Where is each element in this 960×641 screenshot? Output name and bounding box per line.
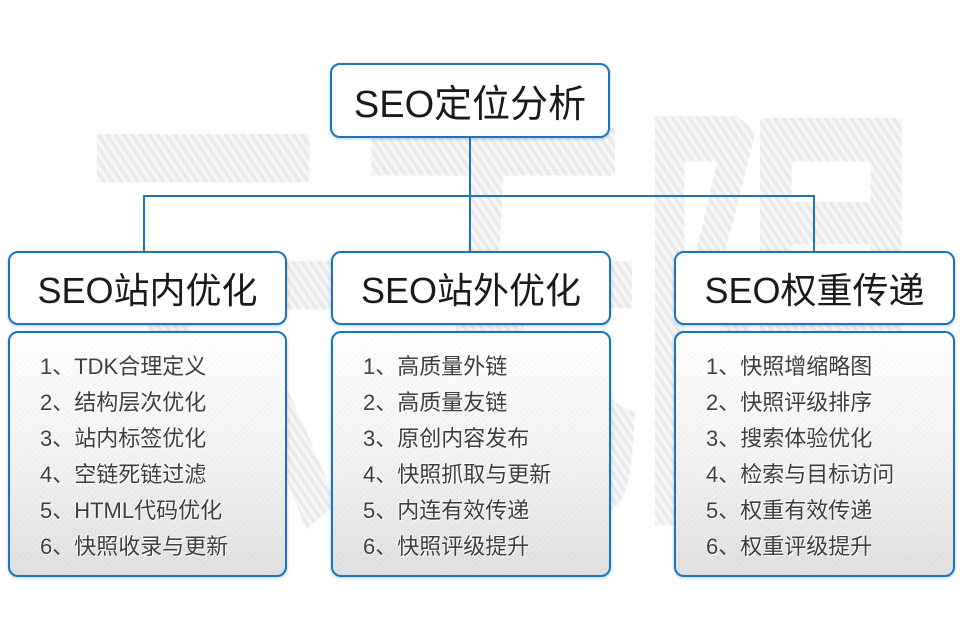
list-item: 3、站内标签优化 — [40, 426, 207, 451]
column-title: SEO权重传递 — [704, 270, 925, 311]
onsite-optimization-list: 1、TDK合理定义 2、结构层次优化 3、站内标签优化 4、空链死链过滤 5、H… — [8, 331, 287, 577]
list-item: 2、结构层次优化 — [40, 390, 207, 415]
column-title: SEO站内优化 — [37, 270, 258, 311]
connector-drop-right — [813, 195, 815, 252]
list-item: 1、高质量外链 — [363, 354, 508, 379]
list-item: 4、检索与目标访问 — [706, 462, 895, 487]
list-item: 3、搜索体验优化 — [706, 426, 873, 451]
list-item: 5、内连有效传递 — [363, 498, 530, 523]
list-item: 6、快照评级提升 — [363, 534, 530, 559]
list-item: 5、HTML代码优化 — [40, 498, 223, 523]
column-title: SEO站外优化 — [360, 270, 582, 311]
connector-trunk — [143, 195, 815, 197]
root-title: SEO定位分析 — [353, 84, 587, 126]
list-item: 6、权重评级提升 — [706, 534, 873, 559]
node-onsite-optimization-header: SEO站内优化 — [8, 251, 287, 325]
list-item: 5、权重有效传递 — [706, 498, 873, 523]
list-item: 3、原创内容发布 — [363, 426, 530, 451]
list-item: 1、快照增缩略图 — [706, 354, 873, 379]
list-item: 1、TDK合理定义 — [40, 354, 207, 379]
list-item: 6、快照收录与更新 — [40, 534, 229, 559]
list-item: 4、快照抓取与更新 — [363, 462, 552, 487]
connector-root-stem — [469, 137, 471, 196]
node-weight-transfer-header: SEO权重传递 — [674, 251, 955, 325]
connector-drop-middle — [469, 195, 471, 252]
list-item: 2、高质量友链 — [363, 390, 508, 415]
connector-drop-left — [143, 195, 145, 252]
list-item: 4、空链死链过滤 — [40, 462, 207, 487]
weight-transfer-list: 1、快照增缩略图 2、快照评级排序 3、搜索体验优化 4、检索与目标访问 5、权… — [674, 331, 955, 577]
list-item: 2、快照评级排序 — [706, 390, 873, 415]
offsite-optimization-list: 1、高质量外链 2、高质量友链 3、原创内容发布 4、快照抓取与更新 5、内连有… — [331, 331, 611, 577]
node-offsite-optimization-header: SEO站外优化 — [331, 251, 611, 325]
node-seo-positioning-analysis: SEO定位分析 — [330, 63, 610, 138]
